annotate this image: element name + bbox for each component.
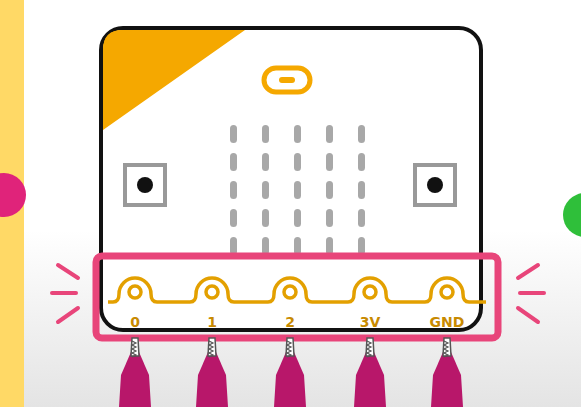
clip-teeth bbox=[367, 341, 371, 357]
pin-highlight bbox=[96, 256, 498, 338]
led bbox=[262, 209, 269, 227]
led bbox=[358, 209, 365, 227]
pin-hole bbox=[441, 286, 453, 298]
pin-label: 3V bbox=[360, 315, 381, 329]
clip-teeth bbox=[287, 341, 291, 357]
led bbox=[294, 181, 301, 199]
edge-connector bbox=[108, 278, 486, 302]
clip-body bbox=[431, 352, 463, 407]
led bbox=[358, 237, 365, 255]
led bbox=[294, 153, 301, 171]
led bbox=[326, 153, 333, 171]
sparkle-lines bbox=[52, 265, 544, 322]
white-panel bbox=[24, 0, 581, 407]
led bbox=[262, 237, 269, 255]
led bbox=[326, 209, 333, 227]
pin-label: 0 bbox=[130, 315, 140, 329]
pin-rings bbox=[129, 286, 453, 298]
corner-stripes bbox=[103, 30, 245, 130]
led bbox=[230, 209, 237, 227]
led bbox=[294, 237, 301, 255]
led bbox=[230, 181, 237, 199]
led bbox=[294, 209, 301, 227]
led bbox=[358, 125, 365, 143]
led bbox=[230, 237, 237, 255]
pin-label: GND bbox=[430, 315, 465, 329]
crocodile-clips bbox=[119, 338, 463, 407]
clip-teeth bbox=[132, 341, 136, 357]
clip-jaw bbox=[443, 338, 451, 356]
pin-label: 2 bbox=[285, 315, 295, 329]
pin-hole bbox=[129, 286, 141, 298]
led bbox=[262, 153, 269, 171]
led bbox=[230, 125, 237, 143]
led bbox=[262, 181, 269, 199]
led bbox=[294, 125, 301, 143]
pin-hole bbox=[364, 286, 376, 298]
led bbox=[262, 125, 269, 143]
clip-teeth bbox=[444, 341, 448, 357]
led bbox=[230, 153, 237, 171]
pin-hole bbox=[284, 286, 296, 298]
led bbox=[358, 153, 365, 171]
led bbox=[326, 237, 333, 255]
led bbox=[326, 125, 333, 143]
clip-jaw bbox=[286, 338, 294, 356]
board-outline bbox=[101, 28, 481, 330]
pin-hole bbox=[206, 286, 218, 298]
logo bbox=[264, 68, 310, 92]
led bbox=[326, 181, 333, 199]
side-button-left bbox=[0, 173, 26, 217]
clip-body bbox=[354, 352, 386, 407]
clip-jaw bbox=[208, 338, 216, 356]
clip-jaw bbox=[131, 338, 139, 356]
clip-body bbox=[196, 352, 228, 407]
pin-label: 1 bbox=[207, 315, 217, 329]
button-a bbox=[125, 165, 165, 205]
clip-jaw bbox=[366, 338, 374, 356]
led-grid bbox=[230, 125, 365, 255]
button-b bbox=[415, 165, 455, 205]
clip-body bbox=[274, 352, 306, 407]
led bbox=[358, 181, 365, 199]
side-button-right bbox=[563, 193, 581, 237]
clip-teeth bbox=[209, 341, 213, 357]
clip-body bbox=[119, 352, 151, 407]
